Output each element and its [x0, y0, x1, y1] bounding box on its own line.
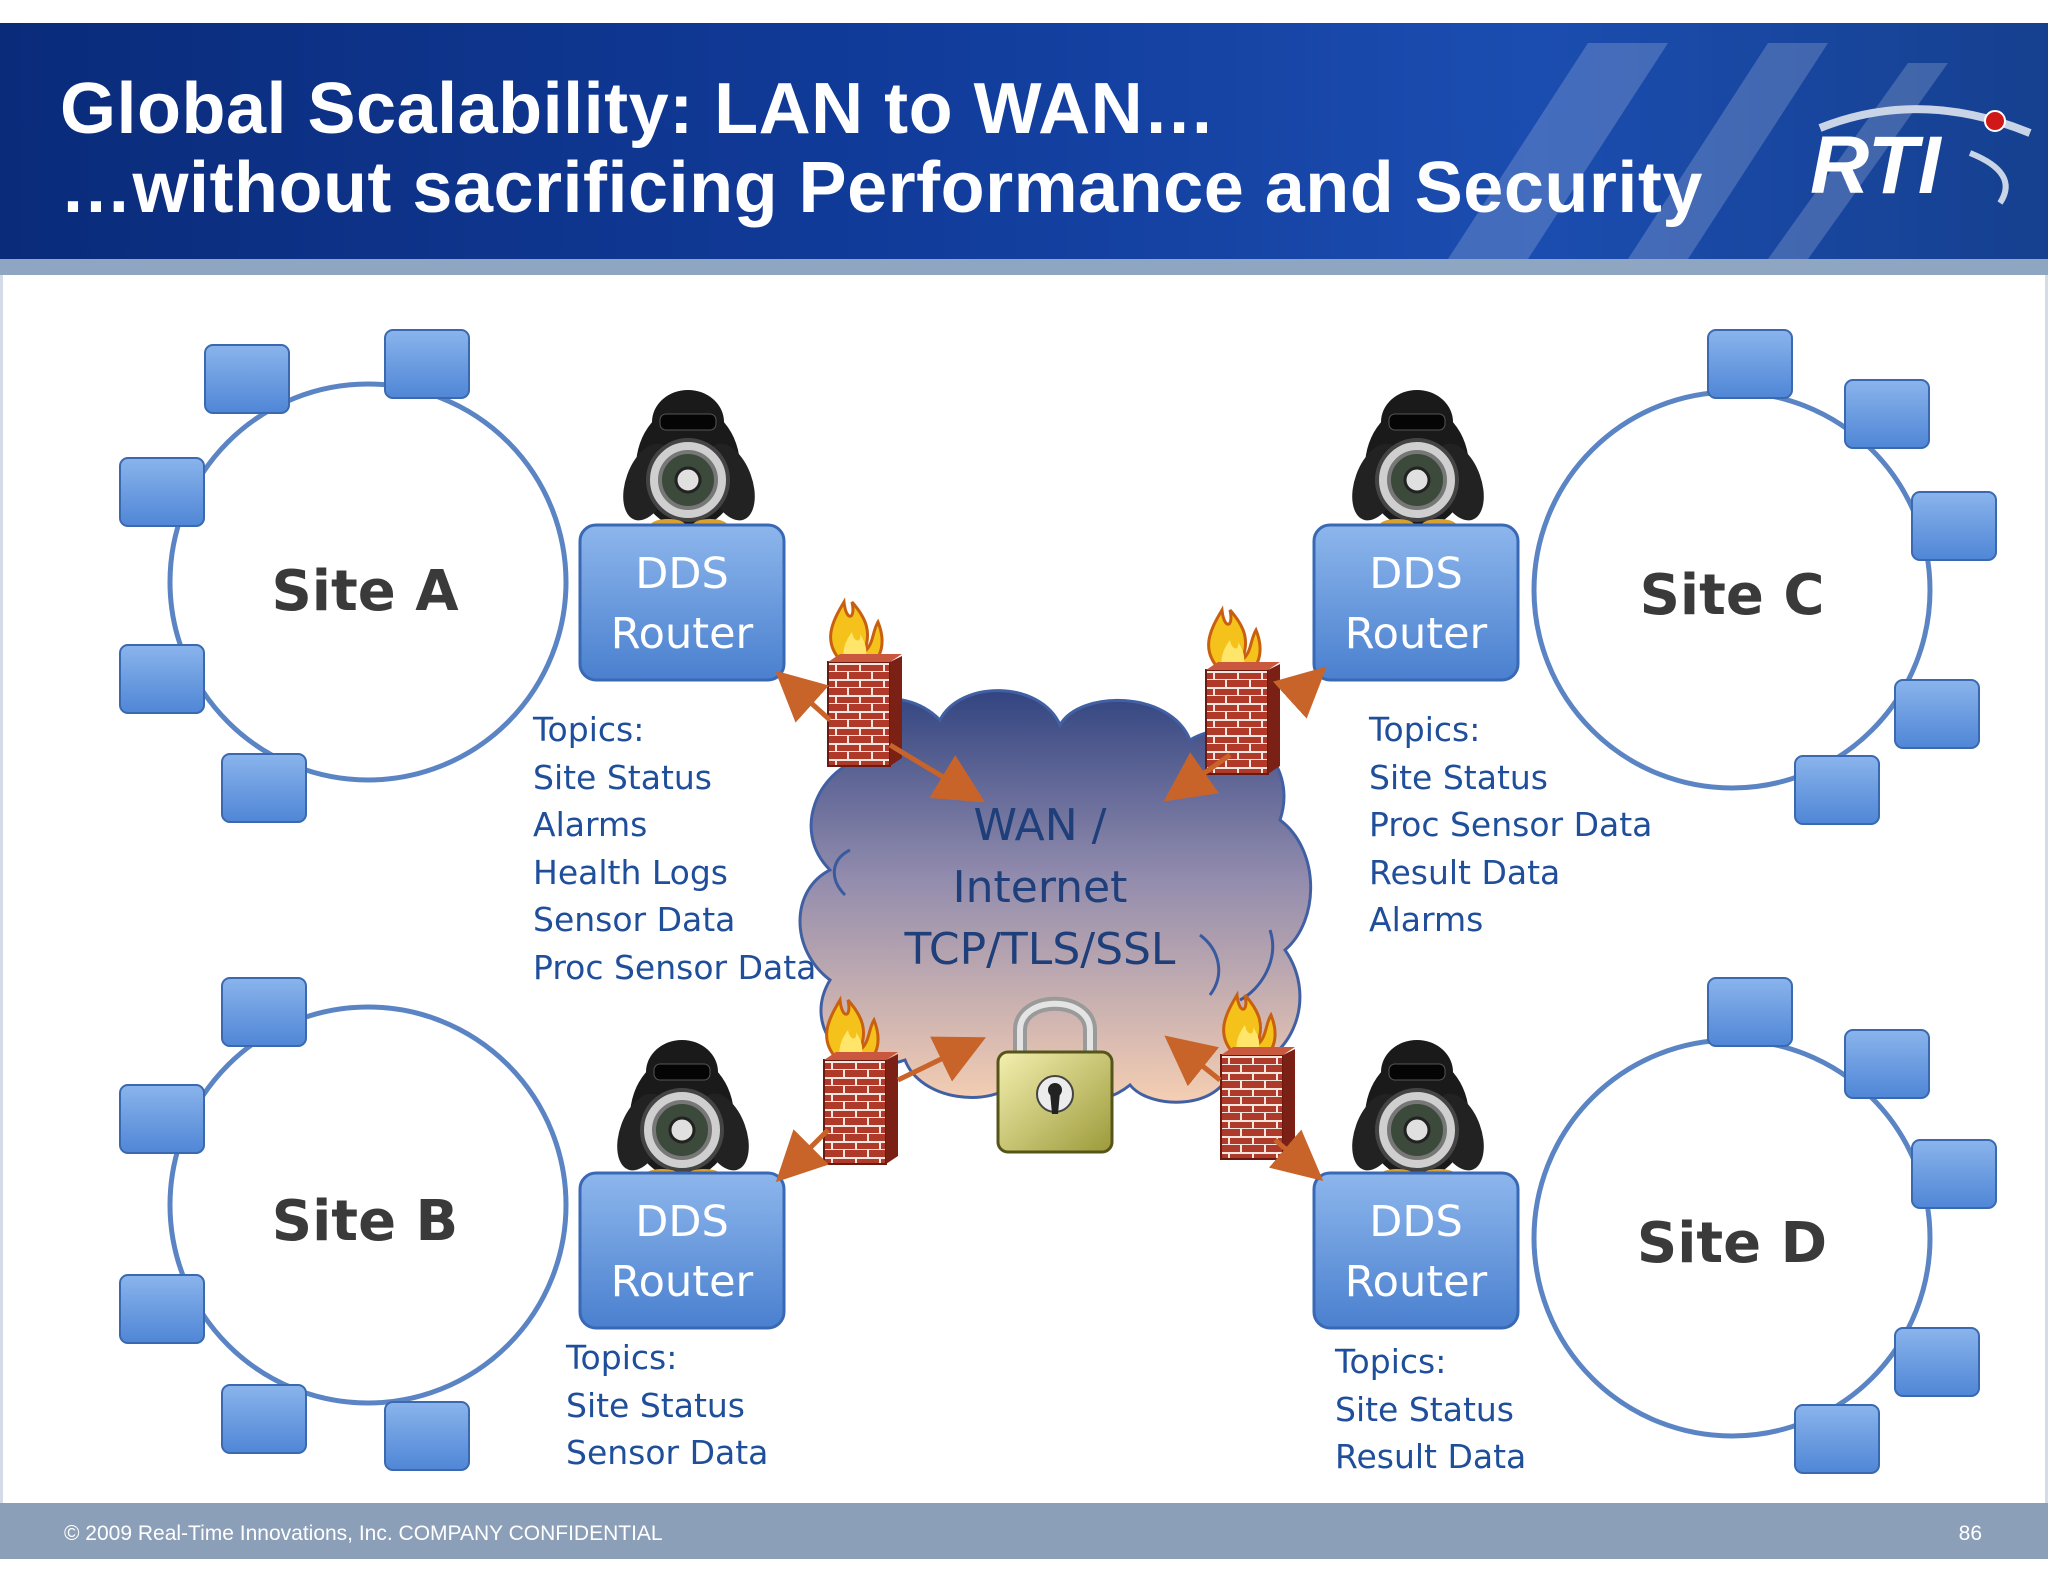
router-a-line-1: DDS [635, 549, 729, 599]
topic-item: Proc Sensor Data [1369, 805, 1653, 844]
topic-item: Result Data [1369, 852, 1561, 892]
arrow-icon [1163, 752, 1232, 802]
topic-item: Topics: [566, 1338, 678, 1377]
slide-header: Global Scalability: LAN to WAN… …without… [0, 23, 2048, 259]
topic-item: Site Status [1369, 757, 1549, 797]
title-line-2: …without sacrificing Performance and Sec… [60, 148, 1703, 228]
site-c-label: Site C [1640, 563, 1825, 628]
site-d-node [1844, 1029, 1930, 1099]
topic-item: Sensor Data [533, 900, 736, 939]
topics-site-b: Topics: Site Status Sensor Data [566, 1334, 768, 1477]
site-a-node [204, 344, 290, 414]
site-a-label: Site A [271, 559, 459, 624]
arrow-icon [896, 1036, 986, 1083]
title-line-1: Global Scalability: LAN to WAN… [60, 69, 1216, 149]
topic-item: Proc Sensor Data [533, 947, 817, 987]
topic-item: Site Status [1335, 1389, 1515, 1429]
header-divider [0, 259, 2048, 275]
site-a-ring [167, 381, 569, 783]
site-b-node [119, 1084, 205, 1154]
firewall-icon [1204, 608, 1282, 776]
site-b-node [384, 1401, 470, 1471]
penguin-icon [1340, 1038, 1496, 1185]
firewall-icon [826, 600, 904, 768]
arrow-icon [888, 742, 986, 803]
site-c-node [1794, 755, 1880, 825]
cloud-text-line-2: Internet [953, 862, 1128, 913]
site-d-node [1894, 1327, 1980, 1397]
site-d-node [1707, 977, 1793, 1047]
topic-item: Sensor Data [566, 1433, 769, 1472]
arrow-icon [1268, 1129, 1324, 1181]
site-b-ring [167, 1004, 569, 1406]
site-c-node [1844, 379, 1930, 449]
topic-item: Health Logs [533, 852, 728, 892]
router-d-line-2: Router [1345, 1257, 1488, 1307]
topic-item: Alarms [1369, 900, 1484, 939]
penguin-icon [611, 388, 767, 535]
site-a-node [119, 457, 205, 527]
router-a: DDS Router [578, 523, 786, 682]
logo-text: RTI [1810, 120, 1943, 211]
arrow-icon [775, 1128, 830, 1183]
router-b: DDS Router [578, 1171, 786, 1330]
topics-site-c: Topics: Site Status Proc Sensor Data Res… [1369, 706, 1652, 944]
site-d-node [1911, 1139, 1997, 1209]
site-c-node [1894, 679, 1980, 749]
topic-item: Result Data [1335, 1437, 1527, 1476]
router-c-line-1: DDS [1369, 549, 1463, 599]
site-a-node [221, 753, 307, 823]
site-b-node [119, 1274, 205, 1344]
arrow-icon [775, 670, 832, 723]
rti-logo: RTI [1810, 105, 2032, 211]
padlock-icon [996, 996, 1114, 1154]
site-c-node [1707, 329, 1793, 399]
topic-item: Topics: [1335, 1342, 1447, 1381]
topics-site-d: Topics: Site Status Result Data [1335, 1338, 1526, 1481]
site-a-node [384, 329, 470, 399]
site-b-node [221, 977, 307, 1047]
penguin-icon [605, 1038, 761, 1185]
footer-copyright: © 2009 Real-Time Innovations, Inc. COMPA… [64, 1522, 663, 1545]
router-d-line-1: DDS [1369, 1197, 1463, 1247]
site-b-label: Site B [272, 1189, 458, 1254]
topic-item: Alarms [533, 805, 648, 844]
arrow-icon [1272, 666, 1327, 719]
router-a-line-2: Router [611, 609, 754, 659]
topic-item: Topics: [533, 710, 645, 749]
router-c-line-2: Router [1345, 609, 1488, 659]
site-d-node [1794, 1404, 1880, 1474]
site-d-label: Site D [1637, 1211, 1827, 1276]
cloud-text-line-3: TCP/TLS/SSL [904, 924, 1176, 975]
topic-item: Topics: [1369, 710, 1481, 749]
router-d: DDS Router [1312, 1171, 1520, 1330]
site-a-node [119, 644, 205, 714]
topic-item: Site Status [533, 757, 713, 797]
site-c-node [1911, 491, 1997, 561]
arrows [775, 666, 1327, 1183]
arrow-icon [1164, 1035, 1222, 1087]
content-frame [0, 275, 2048, 1503]
topics-site-a: Topics: Site Status Alarms Health Logs S… [533, 706, 816, 991]
router-b-line-2: Router [611, 1257, 754, 1307]
site-b-node [221, 1384, 307, 1454]
penguin-icon [1340, 388, 1496, 535]
router-c: DDS Router [1312, 523, 1520, 682]
cloud-text-line-1: WAN / [974, 800, 1107, 851]
page-number: 86 [1958, 1522, 1982, 1545]
topic-item: Site Status [566, 1385, 746, 1425]
slide-footer: © 2009 Real-Time Innovations, Inc. COMPA… [0, 1503, 2048, 1559]
router-b-line-1: DDS [635, 1197, 729, 1247]
